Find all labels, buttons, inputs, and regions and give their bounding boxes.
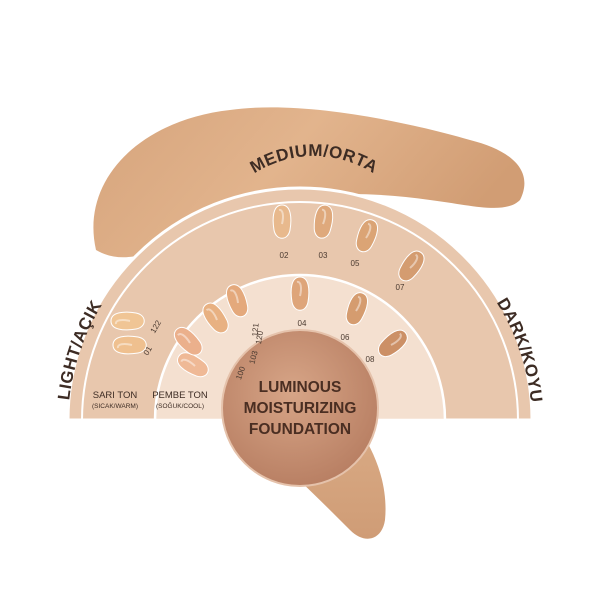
shade-swatch-06: [345, 292, 368, 326]
tone-cool-sub: (SOĞUK/COOL): [156, 401, 204, 410]
tone-warm-sub: (SICAK/WARM): [92, 403, 138, 410]
shade-swatch-120: [202, 302, 229, 334]
shade-code-03: 03: [319, 251, 328, 260]
tone-cool: PEMBE TON (SOĞUK/COOL): [152, 390, 208, 410]
swatch-highlight: [177, 332, 191, 344]
swatch-blob: [173, 326, 203, 356]
shade-swatch-05: [355, 219, 378, 253]
shade-swatch-07: [398, 250, 425, 282]
swatch-highlight: [355, 295, 362, 312]
swatch-blob: [355, 219, 378, 253]
shade-code-08: 08: [366, 355, 375, 364]
shade-swatch-04: [290, 276, 310, 311]
swatch-highlight: [278, 208, 284, 225]
shade-swatch-103: [173, 326, 203, 356]
swatch-highlight: [180, 358, 196, 367]
center-disc: [221, 329, 379, 487]
shade-swatch-08: [377, 329, 408, 358]
tone-warm-label: SARI TON: [93, 390, 138, 401]
swatch-highlight: [409, 253, 419, 269]
product-title-line3: FOUNDATION: [249, 421, 351, 438]
swatch-blob: [110, 311, 145, 331]
swatch-blob: [313, 204, 334, 239]
swatch-blob: [202, 302, 229, 334]
swatch-highlight: [390, 332, 402, 346]
tone-warm: SARI TON (SICAK/WARM): [92, 390, 138, 410]
shade-swatch-122: [112, 335, 147, 355]
product-title-line1: LUMINOUS: [259, 379, 342, 396]
shade-swatch-03: [313, 204, 334, 239]
swatch-highlight: [296, 280, 302, 297]
swatch-highlight: [229, 289, 239, 304]
shade-swatch-02: [272, 204, 292, 239]
swatch-blob: [290, 276, 310, 311]
swatch-blob: [272, 204, 292, 239]
product-title-line2: MOISTURIZING: [244, 400, 357, 417]
swatch-highlight: [205, 308, 218, 321]
shade-swatch-121: [226, 284, 249, 318]
shade-code-06: 06: [341, 333, 350, 342]
swatch-highlight: [321, 208, 327, 225]
swatch-highlight: [365, 222, 372, 239]
shade-code-103: 103: [248, 349, 260, 365]
shade-code-100: 100: [234, 365, 247, 381]
shade-code-07: 07: [396, 283, 405, 292]
shade-code-05: 05: [351, 259, 360, 268]
swatch-blob: [345, 292, 368, 326]
shade-code-120: 120: [254, 330, 265, 345]
swatch-blob: [377, 329, 408, 358]
swatch-highlight: [114, 319, 131, 325]
shade-code-04: 04: [298, 319, 307, 328]
shade-code-121: 121: [250, 322, 260, 337]
shade-swatch-01: [110, 311, 145, 331]
tone-cool-label: PEMBE TON: [152, 390, 208, 401]
swatch-blob: [226, 284, 249, 318]
swatch-blob: [112, 335, 147, 355]
swatch-blob: [398, 250, 425, 282]
swatch-highlight: [116, 343, 133, 349]
shade-code-02: 02: [280, 251, 289, 260]
